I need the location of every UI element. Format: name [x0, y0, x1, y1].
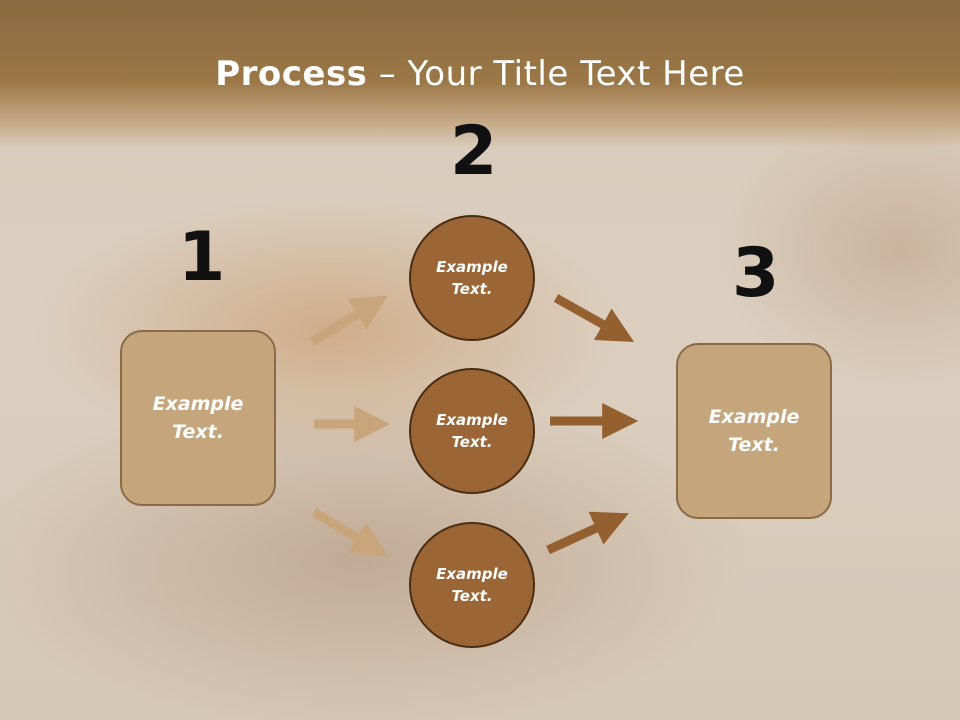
title-bold: Process — [215, 54, 368, 94]
circle-bottom: Example Text. — [409, 522, 535, 648]
slide-title: Process – Your Title Text Here — [0, 54, 960, 94]
right-step-box: Example Text. — [676, 343, 832, 519]
circle-top: Example Text. — [409, 215, 535, 341]
title-band — [0, 0, 960, 148]
circle-middle: Example Text. — [409, 368, 535, 494]
step-number-2: 2 — [450, 112, 498, 191]
right-step-text: Example Text. — [708, 405, 800, 457]
title-rest: – Your Title Text Here — [367, 54, 745, 94]
arrow-left-to-top — [309, 295, 388, 346]
circle-bottom-text: Example Text. — [436, 564, 508, 606]
arrow-bottom-to-right — [546, 511, 629, 555]
step-number-1: 1 — [178, 218, 226, 297]
circle-middle-text: Example Text. — [436, 410, 508, 452]
arrow-left-to-bottom — [311, 508, 388, 557]
left-step-box: Example Text. — [120, 330, 276, 506]
left-step-text: Example Text. — [152, 392, 244, 444]
step-number-3: 3 — [732, 234, 780, 313]
arrow-top-to-right — [553, 294, 635, 342]
circle-top-text: Example Text. — [436, 257, 508, 299]
